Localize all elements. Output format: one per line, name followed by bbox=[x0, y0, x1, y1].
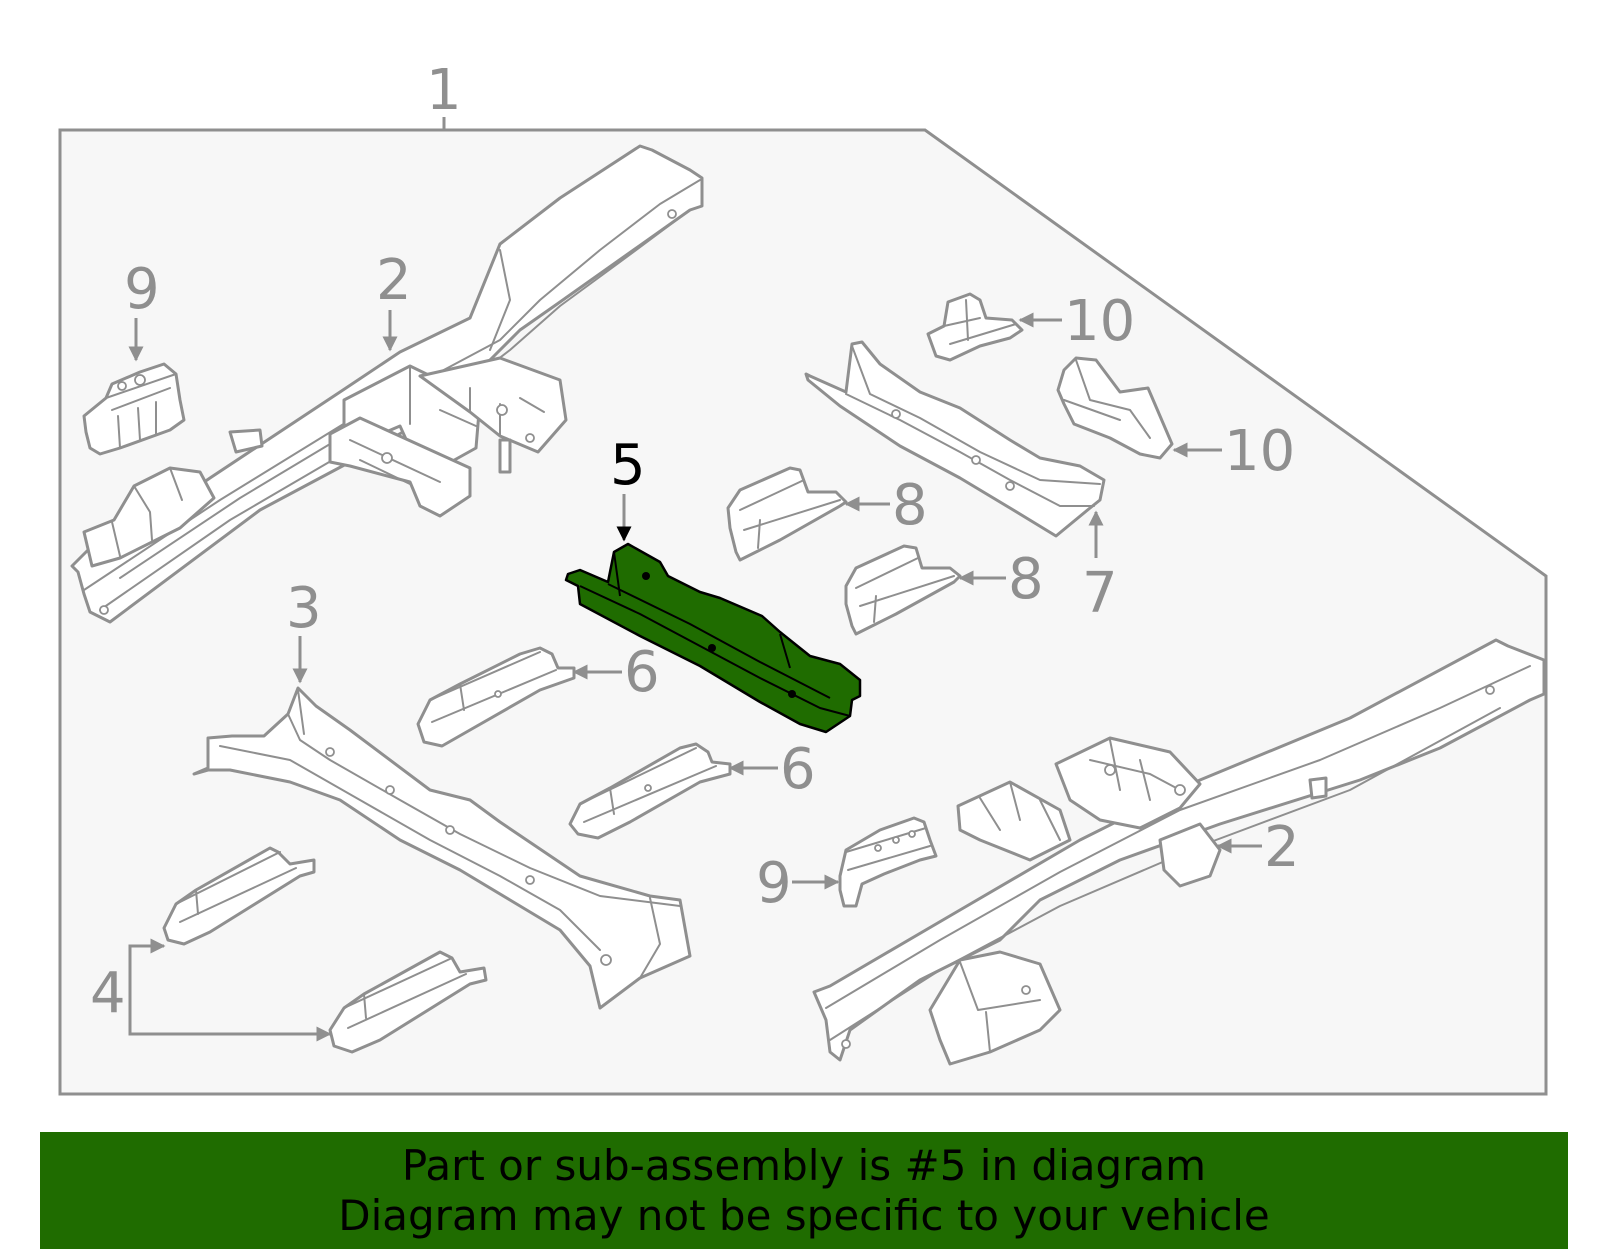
crossmember-rear-part[interactable] bbox=[804, 340, 1106, 538]
callout-bracket-top: 10 bbox=[1064, 289, 1135, 354]
bracket-lower-part[interactable] bbox=[844, 544, 962, 636]
callout-crossmember-highlight: 5 bbox=[610, 433, 646, 498]
callout-support-lower: 6 bbox=[780, 737, 816, 802]
bracket-pair-part[interactable] bbox=[162, 846, 488, 1054]
bracket-pair-leader bbox=[128, 938, 166, 980]
footer-line-part-note: Part or sub-assembly is #5 in diagram bbox=[401, 1141, 1207, 1190]
footer-banner: Part or sub-assembly is #5 in diagram Di… bbox=[40, 1132, 1568, 1249]
callout-support-upper: 6 bbox=[624, 640, 660, 705]
callout-mount-right: 9 bbox=[756, 851, 792, 916]
support-lower-part[interactable] bbox=[568, 742, 732, 840]
support-upper-part[interactable] bbox=[416, 646, 576, 748]
callout-mount-left: 9 bbox=[124, 257, 160, 322]
callout-crossmember-rear: 7 bbox=[1082, 561, 1118, 626]
callout-bracket-upper: 8 bbox=[892, 473, 928, 538]
assembly-callout-label: 1 bbox=[426, 58, 462, 123]
mount-right-part[interactable] bbox=[838, 816, 938, 908]
callout-frame-rail-left: 2 bbox=[376, 248, 412, 313]
callout-frame-rail-right: 2 bbox=[1264, 815, 1300, 880]
assembly-panel bbox=[58, 128, 1548, 1096]
callout-bracket-bottom: 10 bbox=[1224, 419, 1295, 484]
frame-rail-left-part[interactable] bbox=[70, 144, 704, 624]
bracket-top-part[interactable] bbox=[926, 292, 1024, 362]
footer-line-disclaimer: Diagram may not be specific to your vehi… bbox=[338, 1191, 1270, 1240]
callout-bracket-pair: 4 bbox=[90, 961, 126, 1026]
crossmember-highlight-part[interactable] bbox=[564, 542, 862, 734]
callout-crossmember-front: 3 bbox=[286, 576, 322, 641]
crossmember-front-part[interactable] bbox=[192, 686, 692, 1010]
bracket-pair-leader-lower bbox=[128, 980, 332, 1042]
bracket-bottom-part[interactable] bbox=[1056, 356, 1174, 460]
callout-bracket-lower: 8 bbox=[1008, 547, 1044, 612]
mount-left-part[interactable] bbox=[82, 362, 186, 456]
bracket-upper-part[interactable] bbox=[726, 466, 848, 562]
frame-rail-right-part[interactable] bbox=[812, 638, 1546, 1066]
